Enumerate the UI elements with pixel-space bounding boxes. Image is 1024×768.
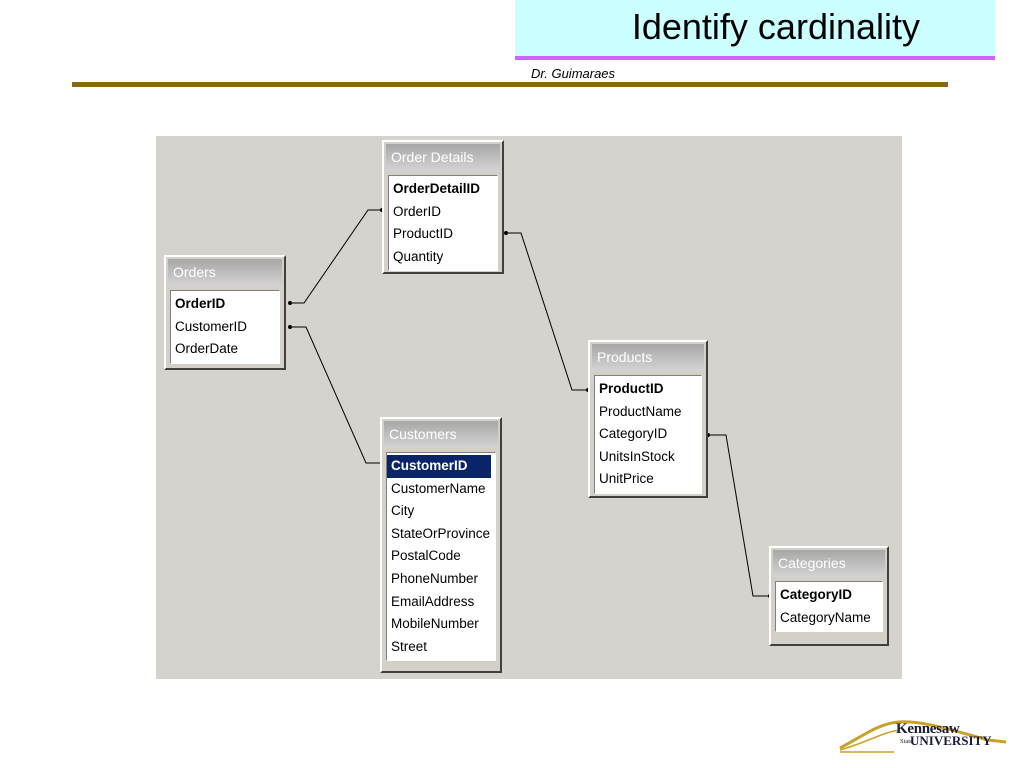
kennesaw-mountain-logo-icon bbox=[839, 720, 1007, 753]
field-stateorprovince[interactable]: StateOrProvince bbox=[391, 525, 491, 541]
field-mobilenumber[interactable]: MobileNumber bbox=[391, 616, 479, 632]
logo-wordmark-line2: State bbox=[900, 738, 913, 745]
table-customers[interactable]: Customers CustomerID CustomerName City S… bbox=[380, 417, 502, 673]
table-title[interactable]: Order Details bbox=[386, 144, 500, 171]
field-unitprice[interactable]: UnitPrice bbox=[599, 471, 654, 487]
field-street[interactable]: Street bbox=[391, 638, 428, 654]
table-title[interactable]: Customers bbox=[384, 421, 498, 448]
table-title[interactable]: Orders bbox=[168, 259, 282, 286]
header-rule bbox=[72, 82, 948, 87]
field-city[interactable]: City bbox=[391, 503, 415, 519]
field-categoryid[interactable]: CategoryID bbox=[780, 587, 853, 602]
relationship-diagram: Order Details OrderDetailID OrderID Prod… bbox=[156, 136, 902, 679]
logo-wordmark-line1: Kennesaw bbox=[896, 721, 960, 737]
table-order-details[interactable]: Order Details OrderDetailID OrderID Prod… bbox=[382, 140, 504, 274]
table-categories[interactable]: Categories CategoryID CategoryName bbox=[769, 546, 889, 646]
line-orders-orderdetails bbox=[290, 209, 382, 304]
table-title[interactable]: Products bbox=[592, 344, 704, 371]
endpoint-dot bbox=[504, 231, 508, 235]
field-list: ProductID ProductName CategoryID UnitsIn… bbox=[594, 375, 702, 494]
field-quantity[interactable]: Quantity bbox=[393, 248, 444, 264]
logo-wordmark-line3: UNIVERSITY bbox=[910, 733, 992, 748]
title-box: Identify cardinality bbox=[515, 0, 995, 60]
field-orderdetailid[interactable]: OrderDetailID bbox=[393, 181, 481, 196]
field-emailaddress[interactable]: EmailAddress bbox=[391, 593, 475, 609]
table-products[interactable]: Products ProductID ProductName CategoryI… bbox=[588, 340, 708, 498]
field-orderid[interactable]: OrderID bbox=[175, 296, 226, 311]
field-productname[interactable]: ProductName bbox=[599, 403, 682, 419]
table-orders[interactable]: Orders OrderID CustomerID OrderDate bbox=[164, 255, 286, 370]
field-unitsinstock[interactable]: UnitsInStock bbox=[599, 448, 675, 464]
field-orderid[interactable]: OrderID bbox=[393, 203, 442, 219]
field-orderdate[interactable]: OrderDate bbox=[175, 341, 239, 357]
field-customername[interactable]: CustomerName bbox=[391, 480, 486, 496]
relationship-lines bbox=[288, 208, 772, 598]
field-list: OrderDetailID OrderID ProductID Quantity bbox=[388, 175, 498, 272]
line-orderdetails-products bbox=[506, 232, 588, 391]
field-categoryname[interactable]: CategoryName bbox=[780, 609, 871, 625]
field-phonenumber[interactable]: PhoneNumber bbox=[391, 570, 479, 586]
field-list: OrderID CustomerID OrderDate bbox=[170, 290, 280, 364]
field-productid[interactable]: ProductID bbox=[599, 381, 664, 396]
author-label: Dr. Guimaraes bbox=[531, 66, 616, 81]
field-list: CustomerID CustomerName City StateOrProv… bbox=[386, 452, 496, 662]
line-orders-customers bbox=[290, 326, 382, 464]
field-customerid[interactable]: CustomerID bbox=[175, 318, 248, 334]
table-title[interactable]: Categories bbox=[773, 550, 885, 577]
field-categoryid[interactable]: CategoryID bbox=[599, 426, 668, 442]
field-postalcode[interactable]: PostalCode bbox=[391, 548, 461, 564]
field-productid[interactable]: ProductID bbox=[393, 226, 454, 242]
endpoint-dot bbox=[288, 325, 292, 329]
field-list: CategoryID CategoryName bbox=[775, 581, 883, 633]
endpoint-dot bbox=[288, 301, 292, 305]
slide-title: Identify cardinality bbox=[631, 6, 920, 47]
field-customerid[interactable]: CustomerID bbox=[387, 455, 491, 478]
line-products-categories bbox=[708, 434, 770, 597]
